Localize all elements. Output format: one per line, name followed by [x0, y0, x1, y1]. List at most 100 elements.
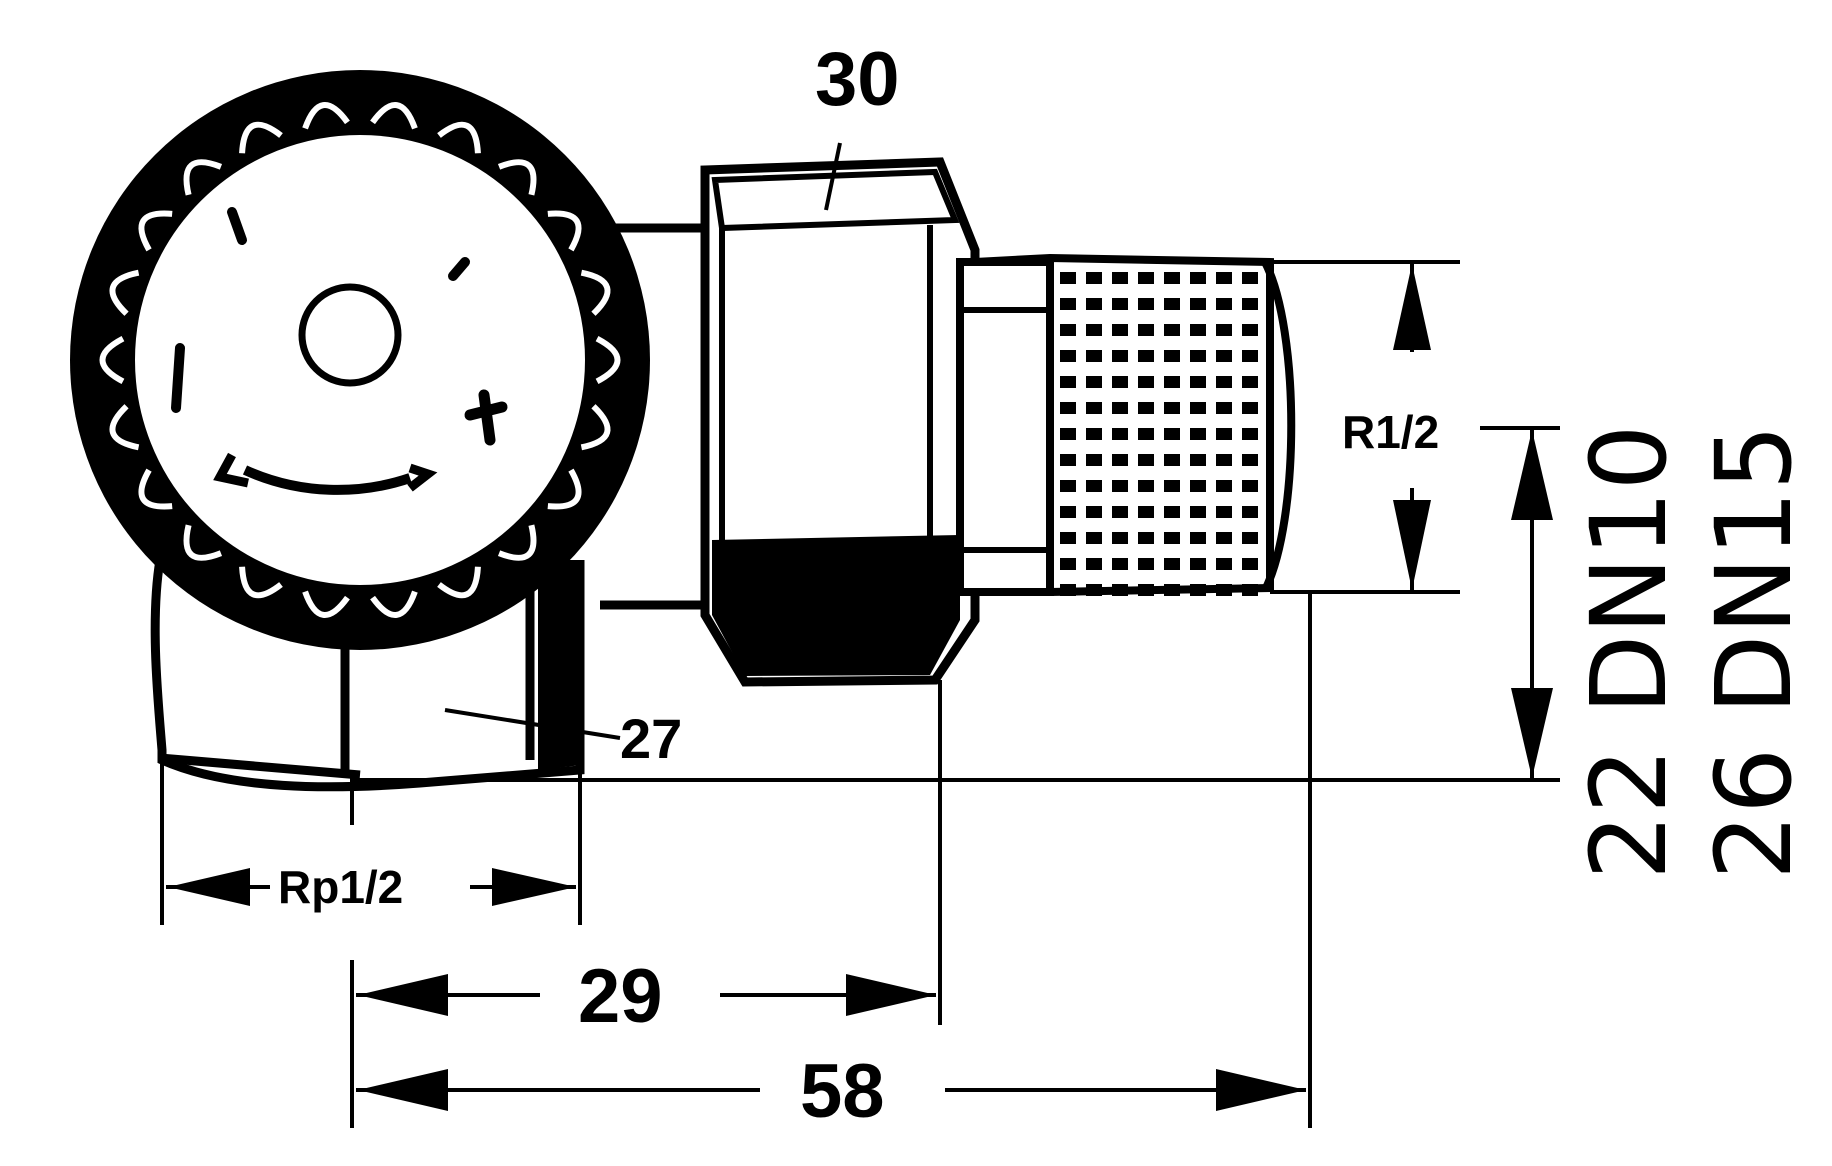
knob-flute — [109, 269, 140, 316]
thread-ridge — [1138, 402, 1154, 414]
knob-flute — [497, 524, 537, 561]
label-dn15: 26 DN15 — [1693, 424, 1815, 880]
dimension-lines — [160, 260, 1560, 1128]
thread-ridge — [1216, 532, 1232, 544]
thread-ridge — [1112, 298, 1128, 310]
thread-ridge — [1112, 584, 1128, 596]
thread-ridge — [1164, 402, 1180, 414]
knob-flute — [437, 121, 481, 154]
thread-ridge — [1242, 584, 1258, 596]
thread-ridge — [1242, 532, 1258, 544]
thread-ridge — [1138, 532, 1154, 544]
label-hex-30: 30 — [815, 37, 900, 122]
thermostat-knob: − — [70, 70, 650, 650]
thread-ridge — [1086, 402, 1102, 414]
thread-ridge — [1086, 376, 1102, 388]
knob-flute — [437, 566, 481, 599]
thread-ridge — [1216, 506, 1232, 518]
thread-ridge — [1112, 480, 1128, 492]
thread-ridge — [1112, 350, 1128, 362]
knob-flute — [370, 590, 418, 618]
rotation-arrow-icon — [213, 452, 438, 495]
hex-nut — [700, 142, 980, 687]
label-offset-29: 29 — [578, 954, 663, 1039]
thread-ridge — [1164, 376, 1180, 388]
knob-flute — [138, 210, 173, 252]
thread-ridge — [1112, 454, 1128, 466]
thread-ridge — [1216, 298, 1232, 310]
thread-ridge — [1216, 584, 1232, 596]
thread-ridge — [1138, 428, 1154, 440]
knob-flute — [109, 404, 140, 451]
label-dn10: 22 DN10 — [1568, 424, 1690, 880]
thread-ridge — [1086, 558, 1102, 570]
thread-ridge — [1216, 376, 1232, 388]
knob-flute — [497, 159, 537, 196]
thread-ridge — [1190, 558, 1206, 570]
thread-ridge — [1060, 350, 1076, 362]
knob-flute — [302, 102, 350, 130]
thread-ridge — [1060, 532, 1076, 544]
thread-ridge — [1242, 350, 1258, 362]
thread-ridge — [1138, 506, 1154, 518]
thread-ridge — [1138, 350, 1154, 362]
thread-ridge — [1112, 324, 1128, 336]
thread-ridge — [1060, 584, 1076, 596]
thread-ridge — [1060, 428, 1076, 440]
label-body-27: 27 — [620, 707, 682, 770]
knob-flute — [239, 566, 283, 599]
thread-ridge — [1138, 480, 1154, 492]
thread-ridge — [1164, 428, 1180, 440]
thread-ridge — [1190, 428, 1206, 440]
thread-ridge — [1086, 350, 1102, 362]
thread-ridge — [1164, 480, 1180, 492]
knob-flute — [580, 404, 611, 451]
knob-flute — [547, 468, 582, 510]
thread-ridge — [1216, 402, 1232, 414]
thread-ridge — [1190, 376, 1206, 388]
thread-ridge — [1190, 532, 1206, 544]
thread-ridge — [1216, 480, 1232, 492]
thread-ridge — [1060, 298, 1076, 310]
thread-ridge — [1216, 558, 1232, 570]
thread-ridge — [1060, 506, 1076, 518]
thread-ridge — [1164, 558, 1180, 570]
knob-flute — [595, 335, 621, 385]
dimension-labels: 30 27 Rp1/2 R1/2 29 58 22 DN10 26 DN15 — [278, 37, 1815, 1134]
thread-ridge — [1086, 584, 1102, 596]
thread-ridge — [1060, 376, 1076, 388]
thread-ridge — [1216, 454, 1232, 466]
thread-ridge — [1112, 558, 1128, 570]
knob-flute — [138, 468, 173, 510]
thread-ridge — [1086, 506, 1102, 518]
thread-ridge — [1164, 532, 1180, 544]
threaded-tailpiece — [956, 253, 1296, 597]
thread-ridge — [1242, 298, 1258, 310]
thread-ridge — [1060, 324, 1076, 336]
thread-ridge — [1242, 454, 1258, 466]
thread-ridge — [1242, 428, 1258, 440]
thread-ridge — [1060, 272, 1076, 284]
thread-ridge — [1112, 506, 1128, 518]
thread-ridge — [1138, 376, 1154, 388]
thread-ridge — [1164, 506, 1180, 518]
knob-center-icon — [298, 283, 402, 387]
knob-plus-icon — [464, 389, 508, 446]
label-length-58: 58 — [800, 1049, 885, 1134]
knob-flute — [183, 524, 223, 561]
thread-ridge — [1138, 454, 1154, 466]
thread-ridge — [1242, 506, 1258, 518]
thread-ridge — [1190, 506, 1206, 518]
label-outlet-r12: R1/2 — [1342, 406, 1439, 458]
thread-ridge — [1112, 532, 1128, 544]
thread-ridge — [1164, 584, 1180, 596]
knob-flute — [183, 159, 223, 196]
thread-ridge — [1112, 428, 1128, 440]
knob-flute — [239, 121, 283, 154]
thread-ridge — [1216, 350, 1232, 362]
knob-flute — [99, 335, 125, 385]
thread-ridge — [1216, 272, 1232, 284]
thread-ridge — [1190, 584, 1206, 596]
thread-ridge — [1190, 272, 1206, 284]
